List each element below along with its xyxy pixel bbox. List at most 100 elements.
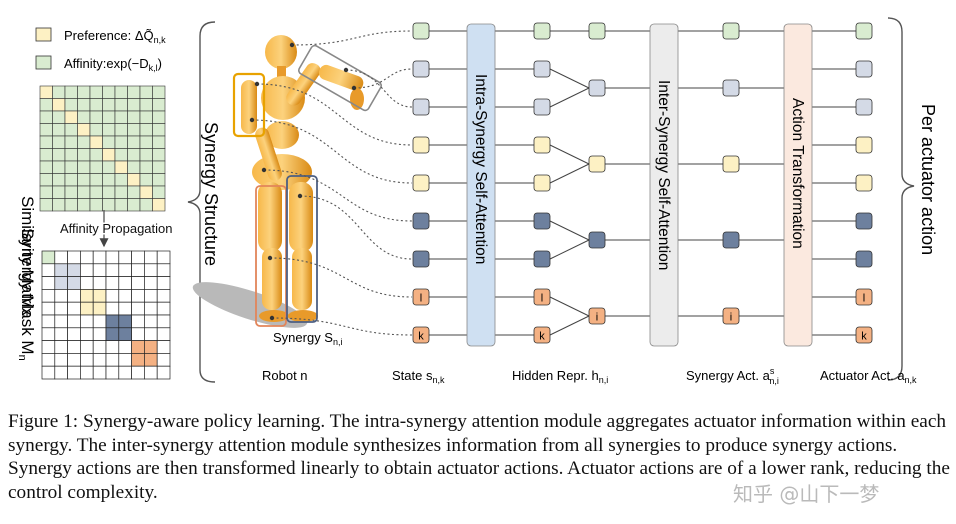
similarity-cell — [114, 123, 128, 137]
synergy-mask-cell — [80, 314, 94, 329]
state-node — [412, 326, 430, 344]
per-actuator-label: Per actuator action — [918, 104, 938, 255]
robot-state-link — [269, 257, 413, 298]
similarity-cell — [64, 123, 78, 137]
synergy-mask-cell — [156, 314, 171, 329]
synergy-mask-cell — [67, 301, 81, 316]
similarity-cell — [77, 198, 91, 212]
data-flow-arrow — [549, 296, 590, 317]
robot-waist — [265, 121, 299, 149]
robot-head — [265, 35, 297, 69]
synergy-mask-cell — [67, 263, 81, 277]
robot-joint-dot — [289, 42, 295, 48]
similarity-cell — [114, 110, 128, 124]
synergy-mask-cell — [80, 250, 94, 265]
similarity-cell — [89, 85, 103, 99]
state-label: State sn,k — [392, 368, 445, 385]
similarity-cell — [102, 123, 116, 137]
state-node — [412, 212, 430, 230]
synergy-mask-cell — [105, 365, 120, 380]
similarity-cell — [152, 135, 166, 149]
similarity-cell — [139, 123, 153, 137]
synergy-mask-cell — [131, 365, 145, 380]
synergy-mask-cell — [41, 327, 56, 341]
synergy-mask-cell — [41, 353, 56, 367]
similarity-cell — [89, 98, 103, 112]
similarity-cell — [52, 198, 66, 212]
actuator-action-node — [855, 250, 873, 268]
synergy-mask-cell — [156, 301, 171, 316]
hidden-node-label: l — [541, 293, 543, 305]
synergy-mask-cell — [54, 250, 68, 265]
data-flow-arrow — [549, 239, 590, 260]
inter-synergy-label: Inter-Synergy Self-Attention — [655, 80, 672, 270]
robot-figure — [232, 35, 382, 327]
state-node — [412, 98, 430, 116]
similarity-cell — [152, 198, 166, 212]
state-node — [412, 288, 430, 306]
synergy-mask-cell — [156, 263, 171, 277]
state-node-label: k — [418, 331, 424, 343]
data-flow-arrow — [549, 163, 590, 184]
synergy-mask-cell — [41, 365, 56, 380]
synergy-diagram: Preference: ΔQ̃n,k Affinity:exp(−Dk,l) S… — [16, 17, 938, 386]
state-node — [412, 174, 430, 192]
intra-synergy-block — [466, 23, 496, 347]
synergy-action-node — [722, 22, 740, 40]
synergy-mask-cell — [41, 276, 56, 290]
similarity-cell — [114, 173, 128, 187]
synergy-mask-cell — [118, 314, 132, 329]
merged-hidden-node — [588, 155, 606, 173]
synergy-mask-cell — [54, 340, 68, 354]
similarity-cell — [64, 135, 78, 149]
inter-synergy-block — [649, 23, 679, 347]
merged-hidden-node — [588, 231, 606, 249]
synergy-mask-cell — [41, 289, 56, 303]
synergy-mask-cell — [131, 301, 145, 316]
synergy-mask-cell — [118, 327, 132, 341]
synergy-mask-cell — [156, 327, 171, 341]
actuator-action-node-label: l — [863, 293, 865, 305]
similarity-cell — [52, 173, 66, 187]
similarity-matrix-label: Similarity Matrix — [18, 196, 37, 316]
merged-hidden-node — [588, 307, 606, 325]
similarity-cell — [127, 98, 141, 112]
affinity-swatch — [35, 55, 52, 70]
robot-state-link — [271, 317, 413, 336]
similarity-cell — [64, 85, 78, 99]
similarity-cell — [52, 135, 66, 149]
actuator-action-node-label: k — [861, 331, 867, 343]
synergy-mask-cell — [156, 250, 171, 265]
similarity-cell — [127, 135, 141, 149]
similarity-cell — [64, 185, 78, 199]
affinity-label: Affinity:exp(−Dk,l) — [64, 56, 162, 73]
robot-right-shin — [292, 248, 312, 310]
hidden-node — [533, 250, 551, 268]
robot-joint-dot — [297, 193, 303, 199]
similarity-cell — [114, 198, 128, 212]
synergy-box-left-leg — [255, 185, 287, 327]
synergy-mask-cell — [105, 353, 120, 367]
state-node — [412, 136, 430, 154]
robot-left-foot — [259, 310, 289, 322]
synergy-mask-cell — [144, 289, 158, 303]
similarity-cell — [127, 110, 141, 124]
synergy-mask-cell — [105, 289, 120, 303]
synergy-action-node — [722, 307, 740, 325]
synergy-mask-cell — [54, 353, 68, 367]
similarity-cell — [39, 110, 53, 124]
similarity-cell — [39, 135, 53, 149]
robot-left-upper-arm — [241, 80, 257, 134]
synergy-mask-cell — [67, 276, 81, 290]
robot-joint-dot — [249, 117, 255, 123]
synergy-mask-cell — [144, 365, 158, 380]
similarity-cell — [64, 173, 78, 187]
hidden-node — [533, 136, 551, 154]
synergy-mask-cell — [144, 327, 158, 341]
similarity-cell — [114, 98, 128, 112]
similarity-cell — [152, 160, 166, 174]
similarity-cell — [152, 110, 166, 124]
synergy-mask-cell — [131, 327, 145, 341]
robot-left-thigh — [258, 182, 282, 252]
robot-joint-dot — [269, 315, 275, 321]
